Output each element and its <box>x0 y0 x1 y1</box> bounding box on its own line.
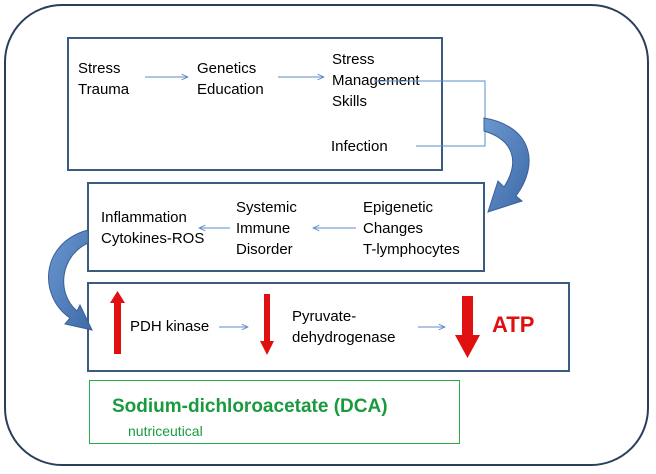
outer-frame <box>4 4 649 466</box>
curved-arrow-left <box>48 229 93 331</box>
red-arrow-up-pdh-kinase <box>110 291 125 354</box>
curved-arrow-right <box>483 117 530 213</box>
node-pdh-kinase: PDH kinase <box>130 318 210 335</box>
node-line: Cytokines-ROS <box>101 230 205 247</box>
node-genetics-education: Genetics Education <box>197 58 264 100</box>
dca-title: Sodium-dichloroacetate (DCA) <box>112 396 388 417</box>
node-stress-trauma: Stress Trauma <box>78 58 129 100</box>
node-inflammation: Inflammation Cytokines-ROS <box>101 207 204 249</box>
box-dca <box>89 380 460 444</box>
box-metabolism <box>87 282 570 372</box>
node-line: Inflammation <box>101 209 187 226</box>
node-line: dehydrogenase <box>292 329 396 346</box>
node-line: T-lymphocytes <box>363 241 460 258</box>
node-line: Immune <box>236 220 291 237</box>
node-line: Changes <box>363 220 424 237</box>
box-immune <box>87 182 485 272</box>
red-arrow-down-atp <box>455 296 480 358</box>
atp-label: ATP <box>492 312 535 337</box>
node-line: Stress <box>78 60 121 77</box>
node-line: Pyruvate- <box>292 308 357 325</box>
node-line: Stress <box>332 51 375 68</box>
box-causes <box>67 37 443 171</box>
node-line: Systemic <box>236 199 297 216</box>
node-line: Epigenetic <box>363 199 434 216</box>
dca-subtitle: nutriceutical <box>128 423 203 439</box>
node-epigenetic: Epigenetic Changes T-lymphocytes <box>363 197 460 260</box>
node-stress-management: Stress Management Skills <box>332 49 420 112</box>
node-systemic: Systemic Immune Disorder <box>236 197 297 260</box>
node-infection: Infection <box>331 138 388 155</box>
node-line: Skills <box>332 93 368 110</box>
node-pyruvate: Pyruvate- dehydrogenase <box>292 306 395 348</box>
node-line: Education <box>197 81 264 98</box>
node-line: Disorder <box>236 241 293 258</box>
connector-bracket <box>374 80 486 147</box>
node-line: Trauma <box>78 81 130 98</box>
red-arrow-down-pyruvate <box>260 294 274 355</box>
node-line: Genetics <box>197 60 257 77</box>
